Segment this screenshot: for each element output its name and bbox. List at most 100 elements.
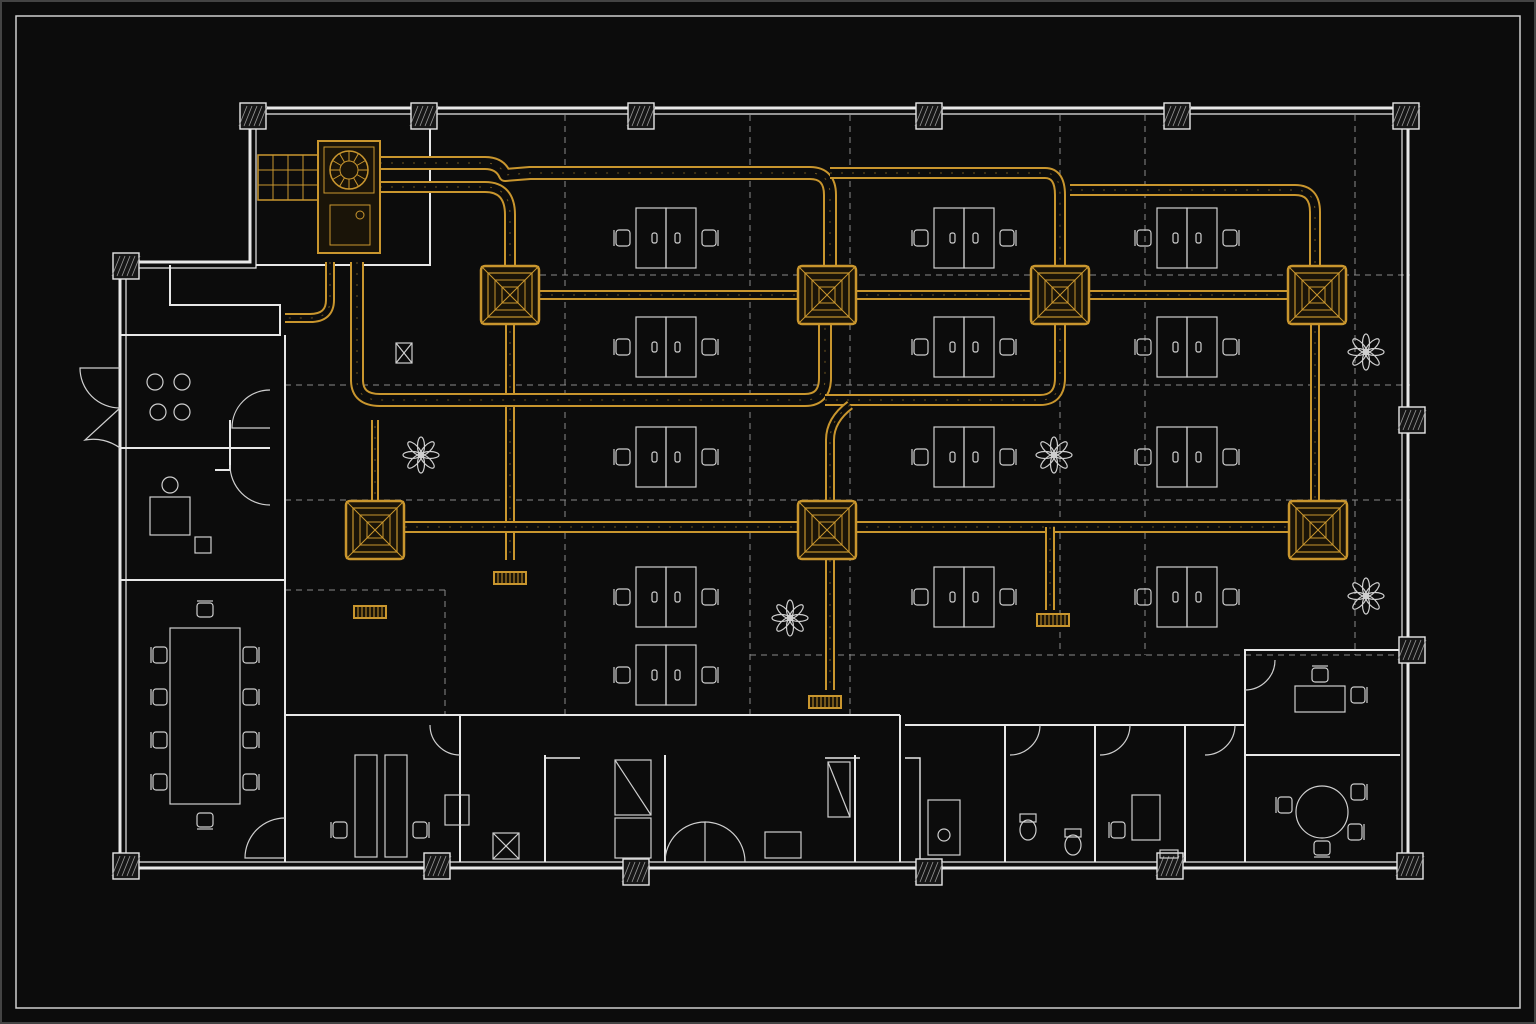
conference-table: [150, 600, 260, 830]
chair: [701, 229, 719, 247]
structural-column: [422, 852, 452, 880]
structural-column: [1397, 406, 1427, 434]
furniture: [146, 207, 1368, 860]
chair: [1134, 588, 1152, 606]
chair: [701, 338, 719, 356]
return-duct-east: [825, 320, 1066, 406]
toilet: [1064, 828, 1082, 856]
air-handling-unit: [317, 140, 381, 254]
supply-branch-far-east: [1070, 184, 1321, 270]
desk-cluster: [613, 316, 719, 378]
office-desk: [149, 476, 212, 554]
chair: [412, 821, 430, 839]
chair: [242, 731, 260, 749]
desk-cluster: [911, 566, 1017, 628]
plants: [402, 333, 1385, 637]
chair: [1313, 840, 1331, 858]
chair: [999, 448, 1017, 466]
ahu-flex-duct: [285, 262, 335, 323]
ceiling-diffuser: [796, 264, 858, 326]
chair: [1108, 821, 1126, 839]
chair: [701, 448, 719, 466]
desk-cluster: [1134, 566, 1240, 628]
return-grille: [808, 695, 842, 709]
desk-cluster: [911, 426, 1017, 488]
structural-column: [914, 102, 944, 130]
office-desk-small: [1108, 794, 1179, 859]
desk-cluster: [1134, 316, 1240, 378]
plant: [1347, 577, 1385, 615]
structural-column: [1397, 636, 1427, 664]
chair: [1222, 588, 1240, 606]
chair: [701, 666, 719, 684]
desk-cluster: [613, 644, 719, 706]
structural-column: [914, 858, 944, 886]
chair: [150, 688, 168, 706]
chair: [1222, 338, 1240, 356]
chair: [150, 731, 168, 749]
interior-walls: [120, 114, 1408, 862]
structural-column: [111, 852, 141, 880]
chair: [999, 229, 1017, 247]
chair: [196, 600, 214, 618]
main-supply-duct-north: [380, 156, 837, 270]
chair: [613, 338, 631, 356]
kitchen-appliance: [927, 799, 961, 856]
return-duct-loop: [350, 262, 832, 407]
chair: [613, 588, 631, 606]
hvac-ductwork: [257, 140, 1321, 709]
chair: [999, 588, 1017, 606]
chair: [999, 338, 1017, 356]
ceiling-diffuser: [1029, 264, 1091, 326]
round-meeting-table: [1275, 783, 1368, 858]
chair: [1134, 229, 1152, 247]
ceiling-diffuser: [1286, 264, 1348, 326]
return-grille: [1036, 613, 1070, 627]
chair: [150, 773, 168, 791]
desk-cluster: [1134, 426, 1240, 488]
office-3-desk: [1294, 665, 1368, 713]
structural-column: [238, 102, 268, 130]
return-grille: [493, 571, 527, 585]
chair: [242, 688, 260, 706]
chair: [1311, 665, 1329, 683]
door-swings: [79, 367, 1276, 863]
chair: [1134, 448, 1152, 466]
ceiling-diffuser: [479, 264, 541, 326]
connector-duct: [825, 401, 854, 500]
grid-lines: [285, 115, 1410, 715]
toilet: [1019, 813, 1037, 841]
chair: [613, 229, 631, 247]
desk-cluster: [1134, 207, 1240, 269]
ceiling-diffuser: [1287, 499, 1349, 561]
ceiling-diffusers: [344, 264, 1349, 561]
chair: [330, 821, 348, 839]
structural-column: [621, 858, 651, 886]
desk-cluster: [613, 207, 719, 269]
copy-room-tables: [330, 754, 470, 858]
desk-cluster: [613, 426, 719, 488]
plant: [402, 436, 440, 474]
chair: [1347, 823, 1365, 841]
ceiling-diffuser: [344, 499, 406, 561]
structural-column: [111, 252, 141, 280]
plant: [1347, 333, 1385, 371]
desk-cluster: [613, 566, 719, 628]
chair: [1350, 686, 1368, 704]
chair: [911, 448, 929, 466]
plant: [1035, 436, 1073, 474]
structural-column: [409, 102, 439, 130]
chair: [242, 773, 260, 791]
access-panel: [395, 342, 413, 364]
chair: [613, 666, 631, 684]
structural-column: [1162, 102, 1192, 130]
chair: [1275, 796, 1293, 814]
supply-branch-west: [380, 181, 516, 270]
desk-cluster: [911, 316, 1017, 378]
storage-units: [492, 759, 851, 860]
chair: [242, 646, 260, 664]
structural-column: [626, 102, 656, 130]
desk-cluster: [911, 207, 1017, 269]
chair: [701, 588, 719, 606]
